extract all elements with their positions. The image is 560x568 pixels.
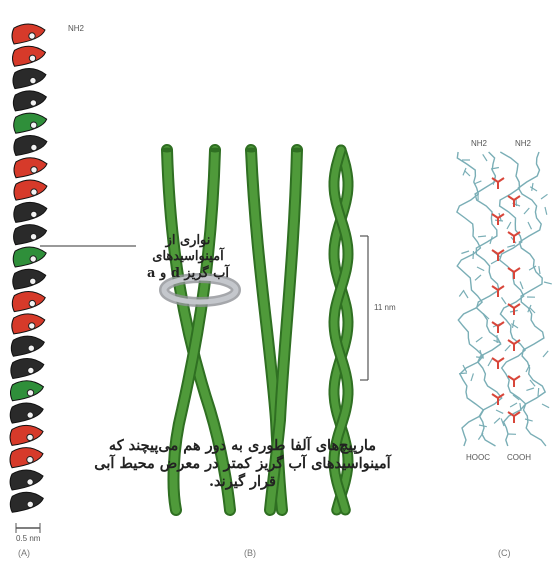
length-label: 11 nm: [374, 303, 396, 312]
caption-line-2: آمینواسیدهای آب گریز کمتر در معرض محیط آ…: [60, 455, 425, 473]
c-label-nh2-right: NH2: [515, 139, 531, 148]
caption-line-1: مارپیچ‌های آلفا طوری به دور هم می‌پیچند …: [60, 437, 425, 455]
caption-line-3: قرار گیرند.: [60, 473, 425, 491]
c-label-nh2-left: NH2: [471, 139, 487, 148]
c-label-cooh: COOH: [507, 453, 531, 462]
scale-label: 0.5 nm: [16, 534, 40, 543]
c-label-hooc: HOOC: [466, 453, 490, 462]
panel-label-c: (C): [498, 548, 511, 558]
caption: مارپیچ‌های آلفا طوری به دور هم می‌پیچند …: [60, 437, 425, 491]
panel-label-a: (A): [18, 548, 30, 558]
panel-label-b: (B): [244, 548, 256, 558]
